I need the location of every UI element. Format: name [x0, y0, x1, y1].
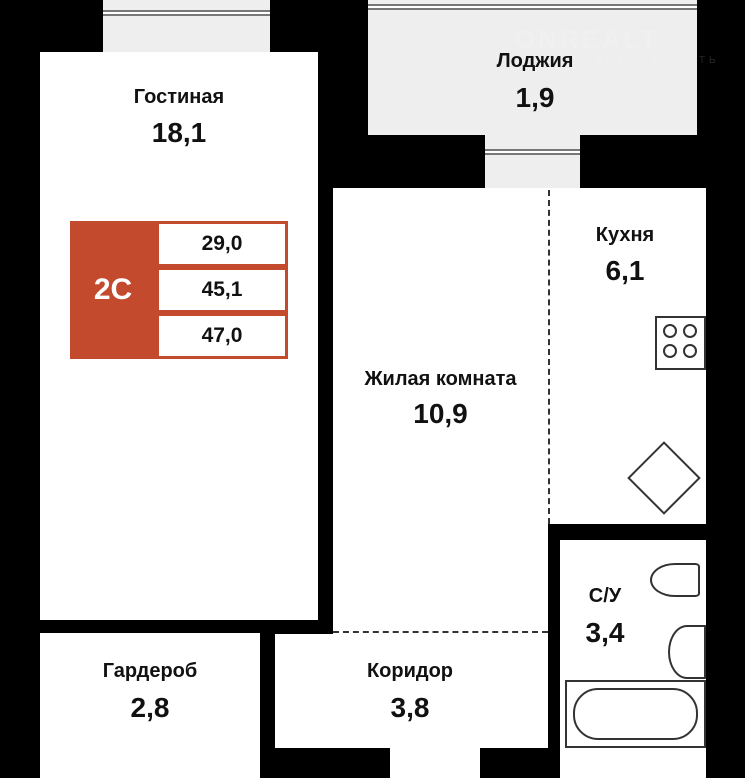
room-name-wardrobe: Гардероб — [102, 660, 198, 682]
apartment-type: 2C — [70, 221, 156, 359]
room-name-living: Гостиная — [133, 86, 225, 108]
loggia — [368, 0, 697, 135]
kitchen-divider — [548, 190, 550, 524]
loggia-passage — [485, 135, 580, 188]
corridor-divider — [333, 631, 548, 633]
room-area-wardrobe: 2,8 — [130, 692, 170, 723]
corridor — [275, 634, 548, 748]
room-name-loggia: Лоджия — [496, 50, 574, 72]
watermark-subtitle: НЕДВИЖИМОСТЬ — [585, 55, 720, 66]
corridor-exit — [390, 748, 480, 778]
bedroom-lower — [333, 524, 548, 634]
room-area-corridor: 3,8 — [390, 692, 430, 723]
room-area-bedroom: 10,9 — [413, 398, 468, 429]
apartment-badge: 2C 29,0 45,1 47,0 — [66, 217, 292, 363]
window — [485, 149, 580, 155]
room-area-kitchen: 6,1 — [605, 255, 645, 286]
room-name-corridor: Коридор — [366, 660, 454, 682]
toilet-icon — [650, 563, 700, 597]
room-area-loggia: 1,9 — [515, 82, 555, 113]
total-area: 45,1 — [156, 267, 288, 313]
stove-icon — [655, 316, 706, 370]
room-name-bedroom: Жилая комната — [364, 368, 517, 390]
room-name-bathroom: С/У — [588, 585, 622, 607]
bathtub-icon — [565, 680, 706, 748]
room-name-kitchen: Кухня — [595, 224, 655, 246]
washbasin-icon — [668, 625, 706, 679]
total-area-with-loggia: 47,0 — [156, 313, 288, 359]
window — [103, 10, 270, 16]
living-area: 29,0 — [156, 221, 288, 267]
room-area-living: 18,1 — [151, 117, 207, 148]
window — [368, 4, 697, 10]
wardrobe — [40, 633, 260, 778]
living-room-window-bay — [103, 0, 270, 54]
watermark-brand: ONREALT — [515, 24, 660, 54]
room-area-bathroom: 3,4 — [585, 617, 625, 648]
